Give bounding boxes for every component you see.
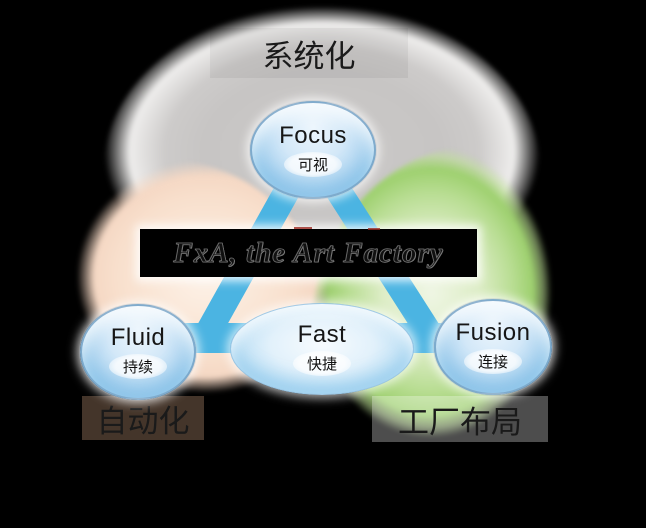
node-fusion-label: Fusion (455, 319, 531, 347)
node-focus: Focus 可视 (250, 101, 376, 199)
node-fluid: Fluid 持续 (80, 304, 196, 400)
automation-label: 自动化 (96, 403, 190, 439)
systemization-label-box: 系统化 (210, 28, 408, 78)
node-fusion: Fusion 连接 (434, 299, 552, 395)
banner-edge-artifact (294, 227, 312, 229)
title-banner: FxA, the Art Factory (140, 229, 477, 277)
node-fast-sublabel: 快捷 (292, 350, 351, 376)
node-fast-label: Fast (297, 321, 347, 349)
banner-edge-artifact (368, 228, 380, 230)
systemization-label: 系统化 (262, 38, 356, 74)
automation-label-box: 自动化 (82, 396, 204, 440)
factory-layout-label-box: 工厂布局 (372, 396, 548, 442)
title-banner-text: FxA, the Art Factory (173, 236, 444, 269)
node-fluid-sublabel: 持续 (108, 353, 167, 379)
node-fusion-sublabel: 连接 (463, 348, 522, 374)
node-fast: Fast 快捷 (230, 303, 414, 395)
node-fluid-label: Fluid (110, 324, 166, 352)
node-focus-label: Focus (279, 122, 347, 150)
factory-layout-label: 工厂布局 (398, 404, 522, 440)
node-focus-sublabel: 可视 (283, 151, 342, 177)
